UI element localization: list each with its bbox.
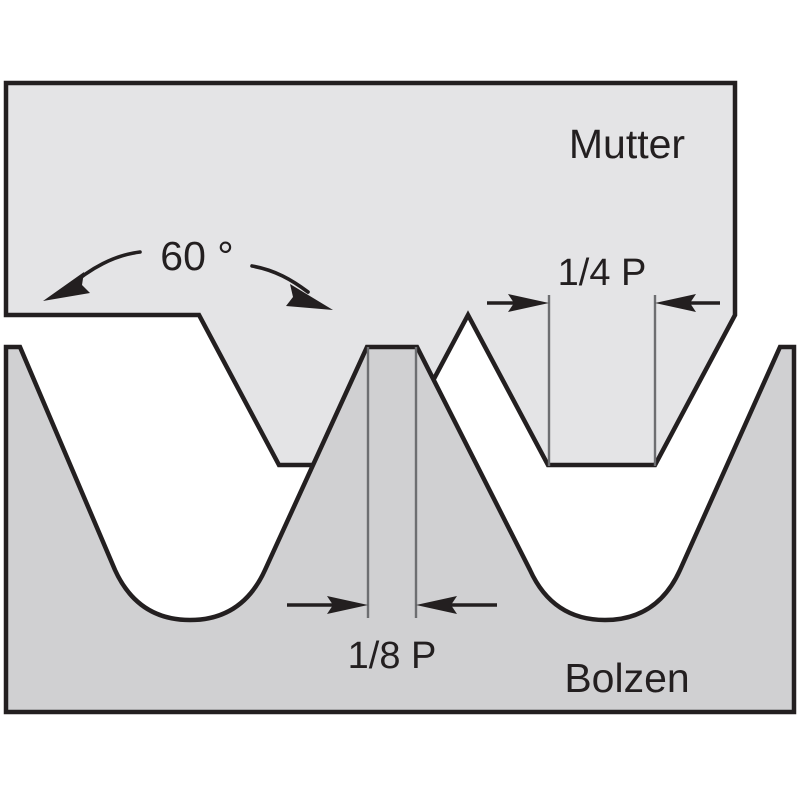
flank-angle-arrow-right-icon <box>286 284 333 310</box>
nut-label: Mutter <box>569 121 685 167</box>
quarter-pitch-arrow-right-icon <box>655 294 696 312</box>
quarter-pitch-arrow-left-icon <box>508 294 549 312</box>
quarter-pitch-dimension-label: 1/4 P <box>558 252 647 294</box>
flank-angle-arrow-left-icon <box>43 272 90 301</box>
nut-body-shape <box>3 80 738 468</box>
eighth-pitch-arrow-right-icon <box>416 596 457 614</box>
bolt-label: Bolzen <box>564 655 689 701</box>
bolt-body-shape <box>3 344 797 715</box>
flank-angle-leader-right <box>250 264 310 294</box>
flank-angle-label: 60 ° <box>160 233 233 279</box>
eighth-pitch-dimension-label: 1/8 P <box>348 635 437 677</box>
eighth-pitch-arrow-left-icon <box>327 596 368 614</box>
